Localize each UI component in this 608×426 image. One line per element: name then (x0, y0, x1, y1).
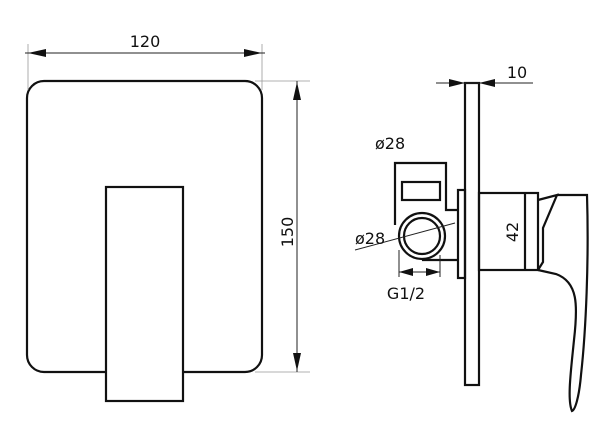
outlet-slot (400, 180, 442, 202)
height-label: 150 (278, 217, 297, 248)
arrow-head (449, 79, 465, 87)
lever-front (104, 185, 185, 403)
arrow-head (426, 268, 440, 276)
arrow-head (244, 49, 262, 57)
valve-body (477, 191, 540, 272)
cover-plate-side (463, 81, 481, 387)
arrow-head (28, 49, 46, 57)
outlet-inner-circle (402, 216, 442, 256)
handle-lever (537, 193, 589, 413)
diameter-label-side: ø28 (355, 229, 385, 248)
diameter-leader (354, 222, 456, 251)
side-view: 10 42 ø28 ø28 G1/2 (354, 63, 589, 413)
front-view: 120 150 (25, 32, 310, 403)
arrow-head (479, 79, 495, 87)
thickness-label: 10 (507, 63, 527, 82)
arrow-head (293, 353, 301, 371)
handle-base (537, 193, 559, 271)
outlet-housing (393, 161, 458, 225)
thread-label: G1/2 (387, 284, 425, 303)
diameter-label-top: ø28 (375, 134, 405, 153)
arrow-head (399, 268, 413, 276)
arrow-head (293, 82, 301, 100)
width-label: 120 (130, 32, 161, 51)
body-height-label: 42 (503, 222, 522, 242)
flange (456, 188, 467, 280)
